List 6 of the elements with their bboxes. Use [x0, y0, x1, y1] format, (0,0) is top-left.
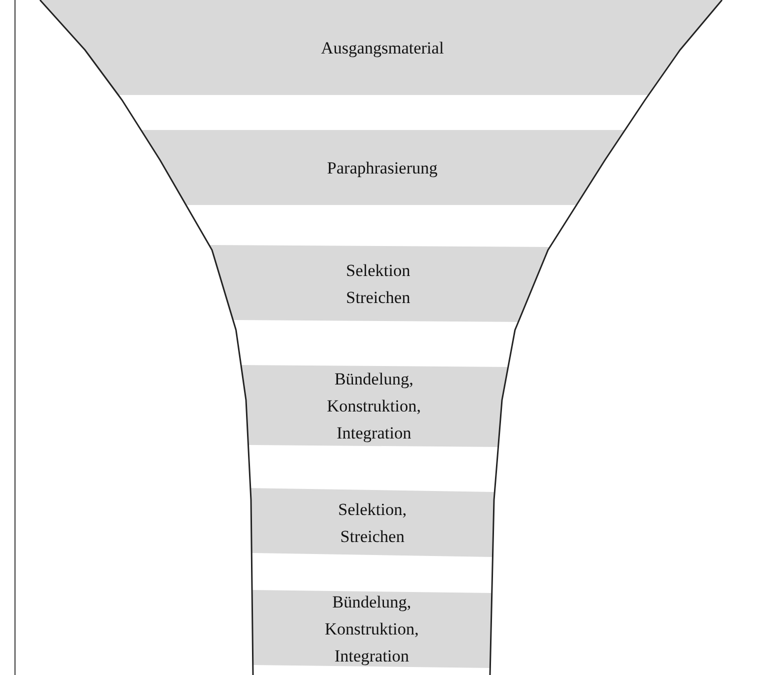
stage-label: Paraphrasierung: [326, 157, 439, 180]
stage-label: Bündelung, Konstruktion, Integration: [324, 592, 420, 668]
stage-label: Ausgangsmaterial: [320, 37, 445, 60]
stage-label: Bündelung, Konstruktion, Integration: [326, 368, 422, 444]
stage-label: Selektion Streichen: [345, 260, 412, 308]
stage-label: Selektion, Streichen: [337, 498, 408, 548]
